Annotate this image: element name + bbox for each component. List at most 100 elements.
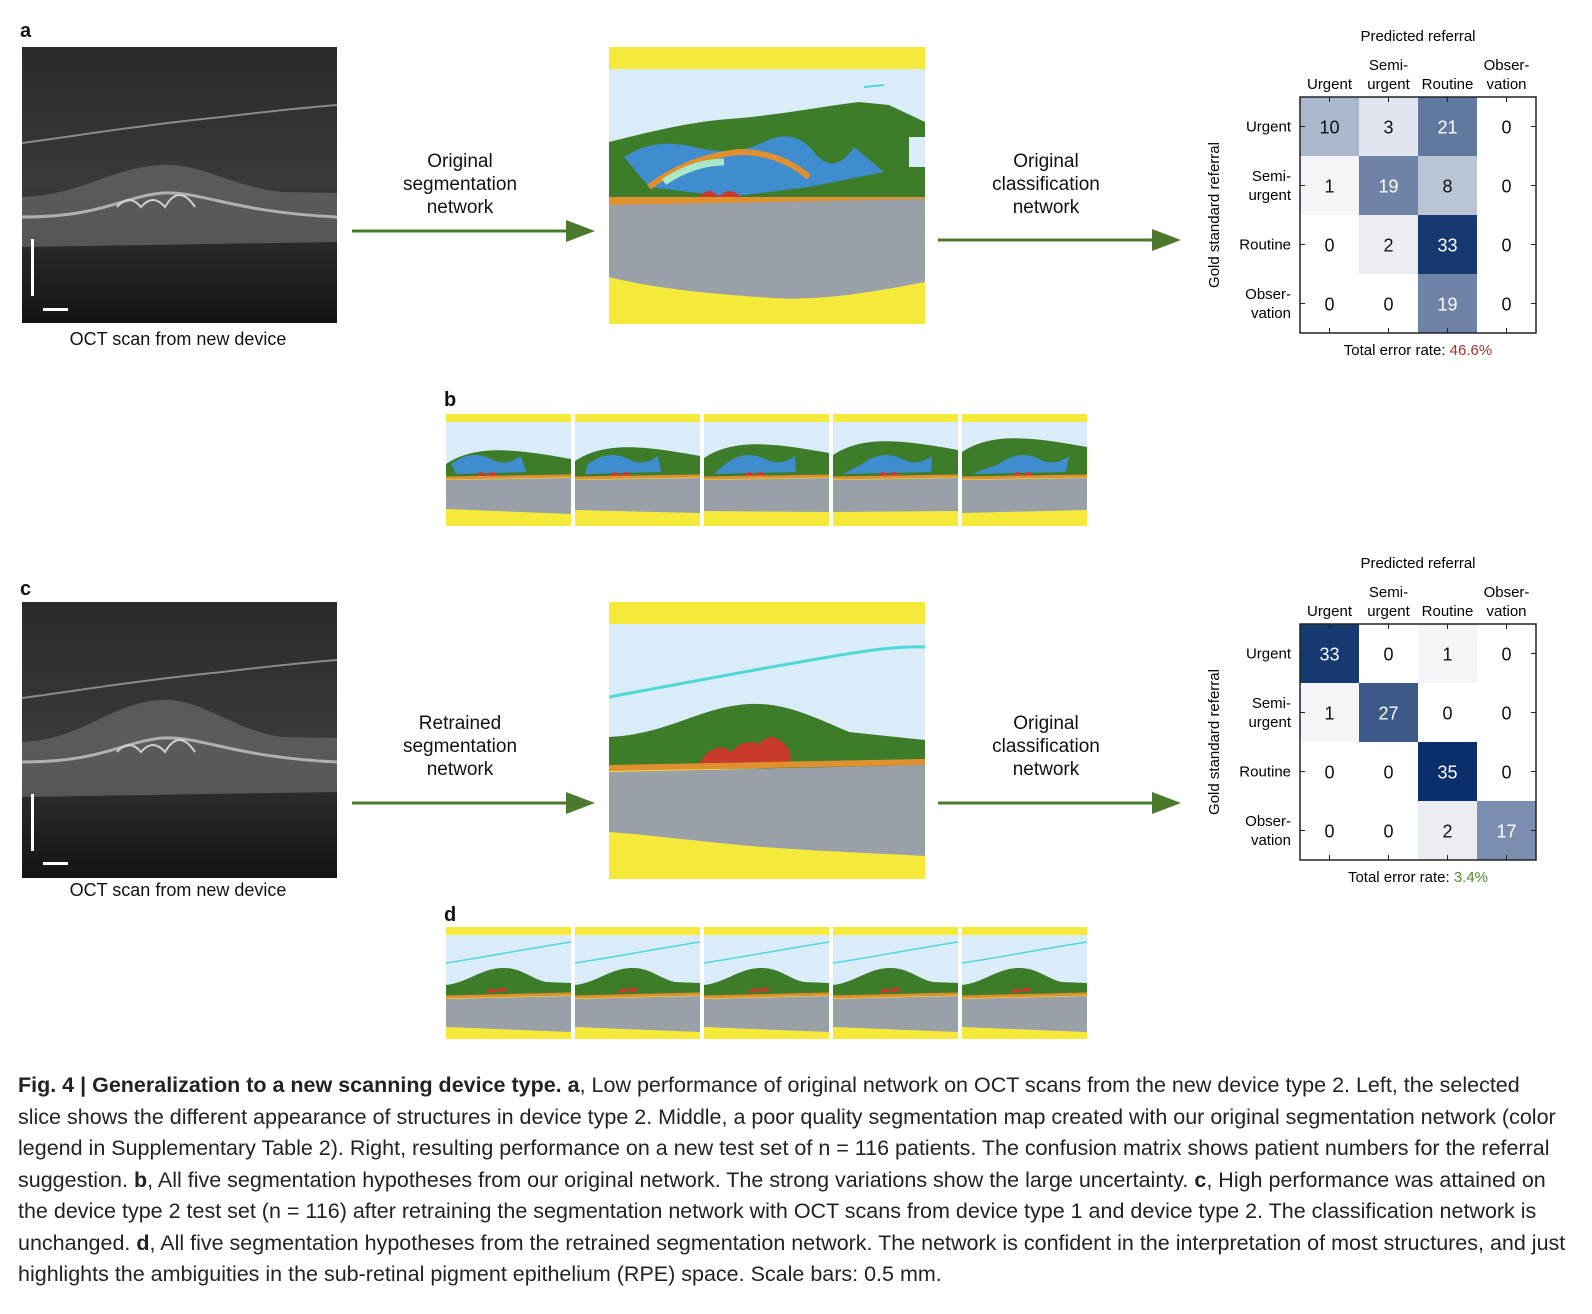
segmentation-hypothesis xyxy=(961,414,1088,526)
matrix-cell xyxy=(1359,683,1418,742)
cell-value: 1 xyxy=(1324,704,1334,724)
cell-value: 19 xyxy=(1437,295,1457,315)
matrix-cell xyxy=(1418,742,1477,801)
row-label: urgent xyxy=(1248,187,1291,204)
hypotheses-strip-d xyxy=(446,927,1088,1039)
cell-value: 2 xyxy=(1383,236,1393,256)
caption-text-d: , All five segmentation hypotheses from … xyxy=(18,1230,1566,1287)
column-label: Obser- xyxy=(1484,584,1530,601)
oct-caption-a: OCT scan from new device xyxy=(69,329,287,349)
matrix-cell xyxy=(1477,97,1536,156)
cell-value: 0 xyxy=(1383,822,1393,842)
cell-value: 0 xyxy=(1501,118,1511,138)
matrix-cell xyxy=(1477,215,1536,274)
matrix-cell xyxy=(1300,801,1359,860)
caption-label-c: c xyxy=(1194,1167,1207,1192)
cell-value: 2 xyxy=(1442,822,1452,842)
arrow-right-icon xyxy=(938,229,1181,251)
matrix-cell xyxy=(1359,801,1418,860)
hypotheses-strip-b xyxy=(446,414,1088,526)
cell-value: 1 xyxy=(1442,645,1452,665)
column-label: Routine xyxy=(1422,76,1474,93)
matrix-cell xyxy=(1477,742,1536,801)
matrix-cell xyxy=(1418,156,1477,215)
column-label: Urgent xyxy=(1307,76,1353,93)
cell-value: 33 xyxy=(1437,236,1457,256)
matrix-cell xyxy=(1477,624,1536,683)
segmentation-hypothesis xyxy=(446,927,572,1039)
cell-value: 1 xyxy=(1324,177,1334,197)
error-rate-label: Total error rate: xyxy=(1348,869,1454,886)
segmentation-hypothesis xyxy=(961,927,1088,1039)
column-label: vation xyxy=(1486,603,1526,620)
error-rate-value: 46.6% xyxy=(1450,342,1493,359)
row-label: Urgent xyxy=(1246,646,1292,663)
matrix-cell xyxy=(1477,683,1536,742)
row-label: Urgent xyxy=(1246,119,1292,136)
matrix-cell xyxy=(1300,274,1359,333)
matrix-cell xyxy=(1418,215,1477,274)
panel-letter-c: c xyxy=(20,578,32,600)
matrix-cell xyxy=(1477,156,1536,215)
cell-value: 0 xyxy=(1383,645,1393,665)
error-rate-text: Total error rate: 46.6% xyxy=(1344,342,1492,359)
matrix-cell xyxy=(1359,156,1418,215)
matrix-frame xyxy=(1299,96,1537,334)
segmentation-hypothesis xyxy=(832,927,959,1039)
column-label: vation xyxy=(1486,76,1526,93)
arrow-right-icon xyxy=(352,792,595,814)
matrix-cell xyxy=(1300,215,1359,274)
segmentation-map-c xyxy=(609,602,925,879)
oct-scan-image xyxy=(22,602,337,878)
matrix-cell xyxy=(1359,215,1418,274)
matrix-cell xyxy=(1300,97,1359,156)
error-rate-value: 3.4% xyxy=(1454,869,1488,886)
caption-label-d: d xyxy=(136,1230,150,1255)
cell-value: 0 xyxy=(1501,236,1511,256)
caption-fig-title: Fig. 4 | Generalization to a new scannin… xyxy=(18,1073,562,1097)
matrix-cell xyxy=(1300,683,1359,742)
matrix-title: Predicted referral xyxy=(1360,28,1475,45)
row-label: Obser- xyxy=(1245,813,1291,830)
y-axis-label: Gold standard referral xyxy=(1206,669,1223,815)
matrix-cell xyxy=(1418,801,1477,860)
cell-value: 0 xyxy=(1501,763,1511,783)
matrix-title: Predicted referral xyxy=(1360,555,1475,572)
segmentation-hypothesis xyxy=(703,414,830,526)
oct-scan-a xyxy=(22,47,337,323)
row-label: Routine xyxy=(1239,237,1291,254)
matrix-cell xyxy=(1300,742,1359,801)
column-label: Semi- xyxy=(1369,584,1408,601)
y-axis-label: Gold standard referral xyxy=(1206,142,1223,288)
caption-text-c: , High performance was attained on the d… xyxy=(18,1167,1546,1255)
caption-text-b: , All five segmentation hypotheses from … xyxy=(147,1167,1195,1192)
caption-label-a: a xyxy=(567,1073,580,1097)
column-label: Urgent xyxy=(1307,603,1353,620)
matrix-cell xyxy=(1477,274,1536,333)
cell-value: 0 xyxy=(1324,295,1334,315)
segmentation-hypothesis xyxy=(446,414,572,526)
matrix-cell xyxy=(1300,624,1359,683)
row-label: vation xyxy=(1251,832,1291,849)
scale-bar-horizontal xyxy=(43,862,68,865)
matrix-cell xyxy=(1359,97,1418,156)
matrix-cell xyxy=(1359,742,1418,801)
column-label: Obser- xyxy=(1484,57,1530,74)
segmentation-hypothesis xyxy=(574,927,701,1039)
panel-letter-b: b xyxy=(444,389,457,411)
cell-value: 10 xyxy=(1319,118,1339,138)
panel-letter-d: d xyxy=(444,904,457,926)
row-label: Semi- xyxy=(1252,168,1291,185)
matrix-cell xyxy=(1418,624,1477,683)
cell-value: 35 xyxy=(1437,763,1457,783)
column-label: Routine xyxy=(1422,603,1474,620)
scale-bar-vertical xyxy=(31,794,34,851)
cell-value: 0 xyxy=(1383,295,1393,315)
segmentation-hypothesis xyxy=(832,414,959,526)
